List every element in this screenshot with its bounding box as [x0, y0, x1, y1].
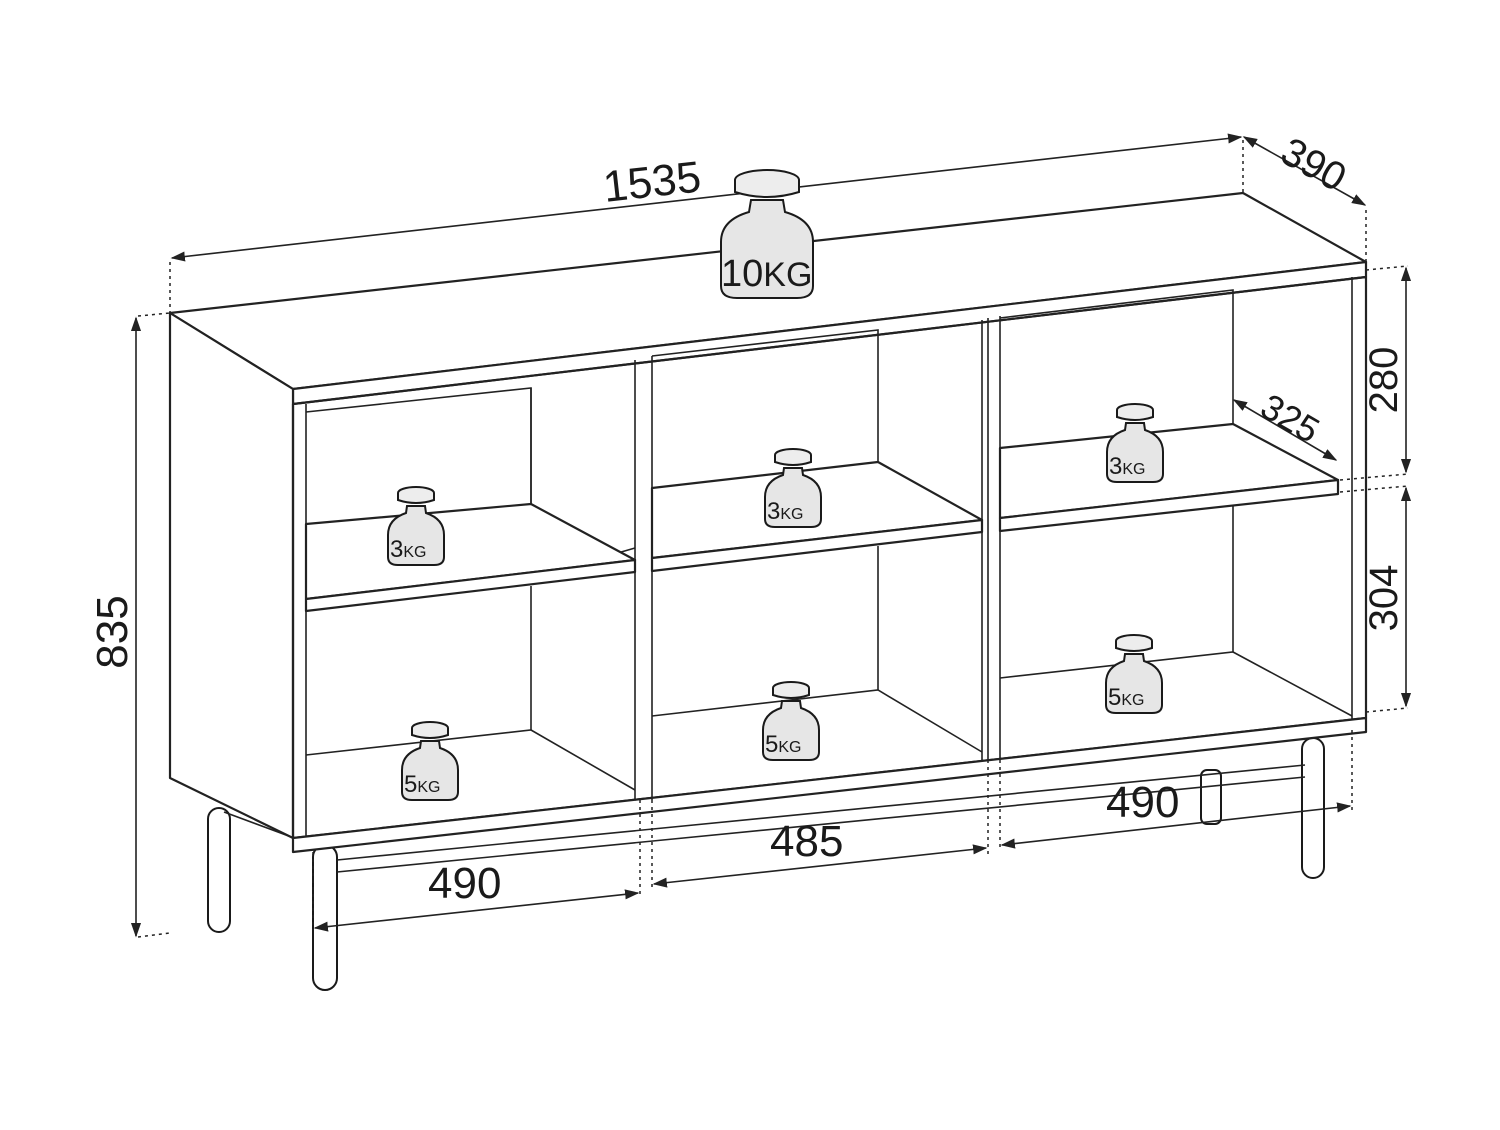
- right-section-dimension-line: [1000, 802, 1352, 849]
- depth-dimension-line: [1242, 136, 1367, 206]
- weight-middle-upper-label: 3KG: [767, 498, 803, 525]
- weight-middle-upper-icon: 3KG: [764, 448, 822, 528]
- weight-right-lower-icon: 5KG: [1105, 634, 1163, 714]
- weight-middle-lower-icon: 5KG: [762, 681, 820, 761]
- leg-back-left: [207, 807, 231, 933]
- cabinet-left-side: [168, 311, 295, 840]
- dimension-lines: [130, 133, 1412, 938]
- weight-right-upper-label: 3KG: [1109, 453, 1145, 480]
- middle-section-dimension-line: [652, 844, 988, 888]
- right-section-label: 490: [1106, 778, 1179, 827]
- upper-height-label: 280: [1362, 347, 1406, 414]
- lower-height-label: 304: [1362, 565, 1406, 632]
- depth-label: 390: [1274, 129, 1354, 200]
- weight-left-lower-icon: 5KG: [401, 721, 459, 801]
- leg-front-right: [1200, 769, 1222, 825]
- weight-left-upper-label: 3KG: [390, 536, 426, 563]
- width-dimension-line: [170, 133, 1243, 262]
- weight-middle-lower-label: 5KG: [765, 731, 801, 758]
- weight-top-icon: 10KG: [720, 169, 814, 299]
- cabinet: [168, 191, 1368, 854]
- weight-left-upper-icon: 3KG: [387, 486, 445, 566]
- legs: [207, 737, 1325, 991]
- left-bay: [304, 360, 637, 836]
- inner-depth-dimension-line: [1232, 399, 1338, 461]
- weight-right-lower-label: 5KG: [1108, 684, 1144, 711]
- right-bay: [987, 289, 1353, 760]
- middle-section-label: 485: [770, 817, 843, 866]
- width-label: 1535: [601, 152, 704, 212]
- left-section-dimension-line: [313, 889, 640, 932]
- left-section-label: 490: [428, 859, 501, 908]
- weight-left-lower-label: 5KG: [404, 771, 440, 798]
- leg-back-right: [1301, 737, 1325, 879]
- height-label: 835: [88, 595, 137, 668]
- weight-right-upper-icon: 3KG: [1106, 403, 1164, 483]
- leg-front-left: [312, 844, 338, 991]
- weight-top-label: 10KG: [721, 253, 812, 295]
